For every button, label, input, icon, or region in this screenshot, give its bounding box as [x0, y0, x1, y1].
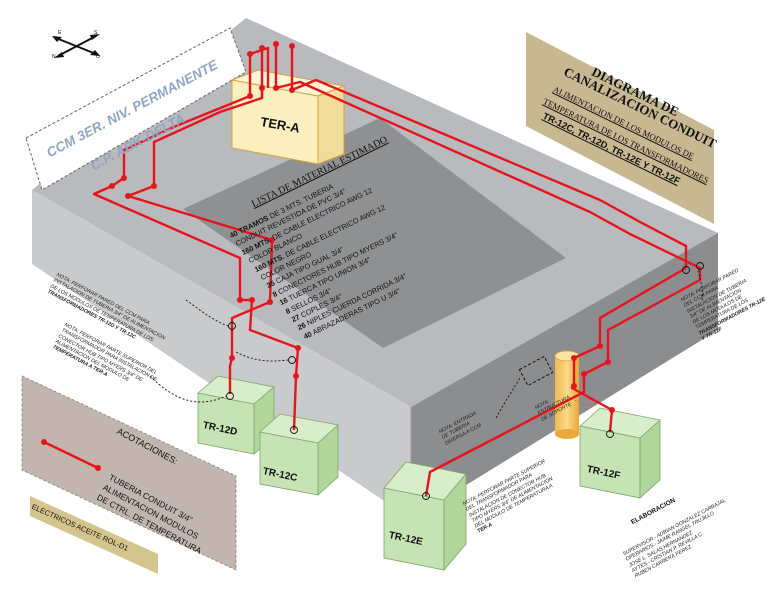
compass-n-label: N — [52, 54, 56, 60]
compass-s-label: S — [94, 30, 98, 36]
title-panel — [526, 32, 714, 224]
conduit-run — [248, 46, 270, 96]
compass-o-label: O — [96, 54, 100, 60]
electricos-panel — [30, 496, 158, 574]
legend-panel — [21, 375, 237, 571]
conduit-run — [291, 78, 688, 268]
conduit-run — [275, 80, 702, 497]
conduit-run — [570, 266, 687, 433]
transformer-tr-12d — [197, 375, 275, 455]
compass-icon — [52, 34, 100, 58]
ccm-label-box — [25, 27, 247, 191]
conduit-fittings — [109, 41, 615, 413]
material-list-panel — [183, 118, 566, 348]
compass-e-label: E — [58, 30, 62, 36]
wall-penetrations — [226, 262, 704, 500]
leader-lines — [149, 269, 703, 419]
pipe-entry-marker — [518, 355, 554, 387]
transformer-tr-12f — [579, 407, 661, 499]
transformer-tr-12e — [383, 461, 467, 572]
transformer-tr-12c — [259, 413, 339, 496]
